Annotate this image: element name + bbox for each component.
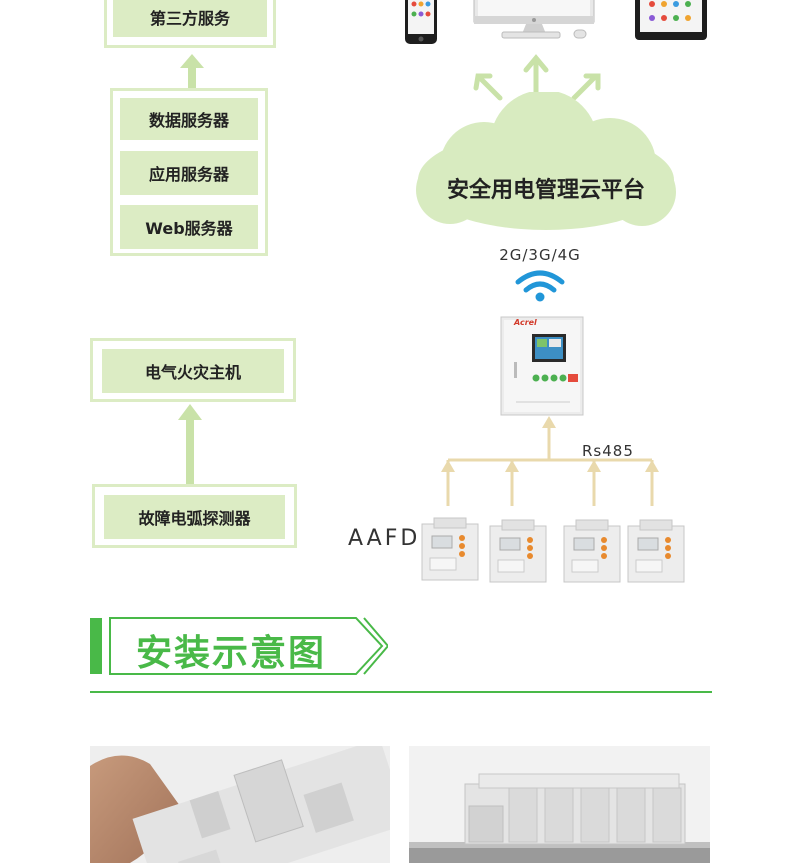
- third-party-inner: 第三方服务: [113, 0, 267, 37]
- arrow-up-icon: [441, 460, 455, 472]
- tablet-icon: [635, 0, 707, 40]
- aafd-device: [627, 519, 685, 583]
- arc-detector-label: 故障电弧探测器: [138, 509, 251, 528]
- data-server-label: 数据服务器: [148, 111, 229, 130]
- install-photo-left: [90, 746, 390, 863]
- device-label: AAFD: [348, 526, 421, 551]
- fire-host-box: 电气火灾主机: [90, 338, 296, 402]
- host-panel: [500, 316, 584, 416]
- aafd-device: [489, 519, 547, 583]
- rs485-bus: [441, 416, 659, 506]
- section-accent-bar: [90, 618, 102, 674]
- monitor-icon: [473, 0, 595, 39]
- cloud-platform-label: 安全用电管理云平台: [446, 178, 645, 203]
- arc-detector-inner: 故障电弧探测器: [104, 495, 285, 539]
- section-title-frame: [109, 617, 388, 675]
- aafd-devices: [420, 516, 686, 583]
- arrow-up-icon: [505, 460, 519, 472]
- arrow-up-icon: [542, 416, 556, 428]
- aafd-device: [563, 519, 621, 583]
- phone-icon: [405, 0, 437, 44]
- server-stack-box: 数据服务器 应用服务器 Web服务器: [110, 88, 268, 256]
- web-server: Web服务器: [120, 205, 258, 249]
- data-server: 数据服务器: [120, 98, 258, 140]
- arrow-up-icon: [180, 54, 204, 90]
- bus-label: Rs485: [582, 442, 634, 460]
- arrow-up-icon: [587, 460, 601, 472]
- wifi-icon: [515, 270, 565, 302]
- section-divider: [90, 691, 712, 693]
- third-party-label: 第三方服务: [149, 9, 230, 28]
- app-server-label: 应用服务器: [148, 165, 229, 184]
- network-label: 2G/3G/4G: [499, 246, 581, 264]
- third-party-box: 第三方服务: [104, 0, 276, 48]
- panel-brand: Acrel: [514, 318, 537, 327]
- fire-host-label: 电气火灾主机: [144, 363, 241, 382]
- app-server: 应用服务器: [120, 151, 258, 195]
- install-photo-right: [409, 746, 710, 863]
- fire-host-inner: 电气火灾主机: [102, 349, 284, 393]
- web-server-label: Web服务器: [145, 219, 233, 238]
- arrow-up-icon: [571, 73, 601, 101]
- arc-detector-box: 故障电弧探测器: [92, 484, 297, 548]
- arrow-up-icon: [645, 460, 659, 472]
- arrow-up-icon: [473, 73, 503, 101]
- arrow-up-icon: [178, 404, 202, 484]
- aafd-device: [421, 517, 479, 581]
- cloud-shape: [416, 92, 676, 230]
- section-title: 安装示意图: [136, 633, 327, 674]
